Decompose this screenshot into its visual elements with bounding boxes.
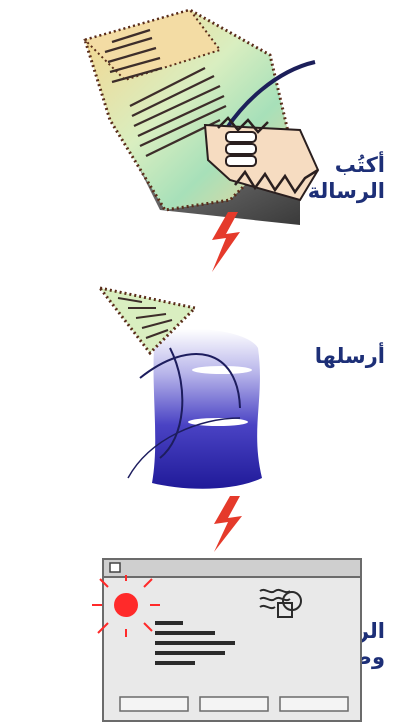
window-button-2 — [200, 697, 268, 711]
lightning-bolt-1 — [212, 212, 240, 272]
step-label-send-line1: أرسلها — [315, 343, 385, 369]
sending-envelope-icon — [0, 278, 320, 553]
writing-letter-illustration — [0, 0, 320, 275]
received-message-window-icon — [0, 555, 370, 725]
received-window-illustration — [0, 555, 370, 725]
writing-letter-icon — [0, 0, 320, 275]
window-button-1 — [120, 697, 188, 711]
sending-envelope-illustration — [0, 278, 320, 553]
step-label-send: أرسلها — [315, 343, 385, 369]
window-button-3 — [280, 697, 348, 711]
lightning-bolt-2 — [214, 496, 242, 552]
